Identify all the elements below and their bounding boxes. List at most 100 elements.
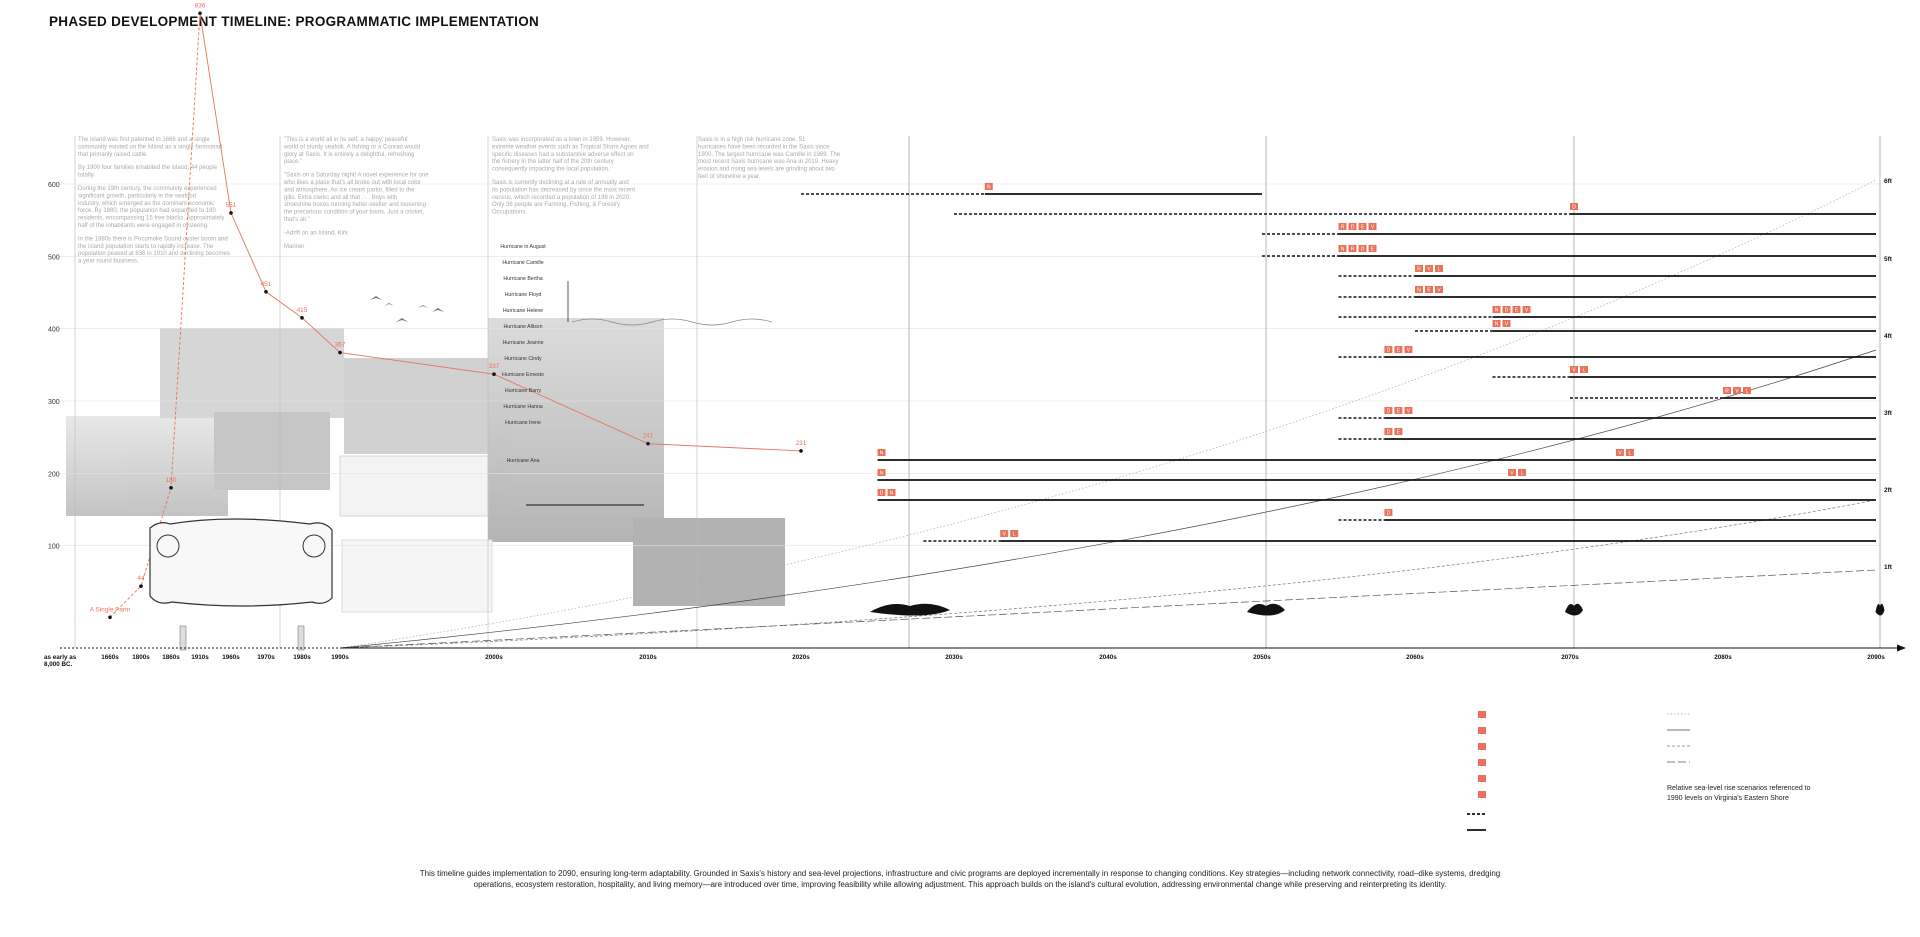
x-axis-label: 1980s: [293, 654, 311, 661]
program-tag-letter: D: [1387, 511, 1391, 517]
hurricane-label: Hurricane Ana: [507, 458, 540, 464]
legend-tag-badge: [1478, 759, 1486, 766]
program-tag-letter: D: [1387, 348, 1391, 354]
program-tag-letter: N: [1495, 322, 1499, 328]
program-tag-letter: E: [1427, 288, 1431, 294]
population-value-label: 337: [489, 363, 500, 370]
program-tag-badge: [1394, 407, 1403, 414]
historic-photo-boats: [66, 416, 228, 516]
population-value-label: A Single Farm: [90, 606, 131, 613]
program-tag-badge: [1425, 265, 1433, 272]
population-value-label: 551: [226, 202, 237, 209]
program-tag-badge: [1518, 469, 1526, 476]
program-tag-badge: [1358, 223, 1367, 230]
population-point: [198, 11, 202, 16]
historic-photo-fish: [214, 412, 330, 490]
hurricane-label: Hurricane in August: [500, 244, 546, 250]
program-tag-badge: [1425, 286, 1433, 293]
program-tag-letter: V: [1427, 267, 1431, 273]
program-tag-letter: D: [1387, 430, 1391, 436]
program-tag-letter: V: [1371, 225, 1375, 231]
program-tag-badge: [877, 489, 886, 496]
legend-tag-badge: [1478, 791, 1486, 798]
program-tag-letter: R: [1725, 389, 1729, 395]
program-tag-badge: [1394, 346, 1403, 353]
pop-tick-label: 500: [48, 254, 60, 261]
program-tag-badge: [1502, 320, 1511, 327]
population-value-label: 415: [297, 307, 308, 314]
population-point: [338, 350, 342, 355]
historic-photo-storefront: [160, 328, 344, 418]
program-tag-badge: [1384, 346, 1393, 353]
program-tag-badge: [1733, 387, 1741, 394]
program-tag-letter: E: [1397, 430, 1401, 436]
population-point: [799, 449, 803, 453]
program-tag-letter: N: [1341, 247, 1345, 253]
sea-level-tick: 5ft: [1884, 256, 1893, 263]
program-tag-letter: R: [1417, 267, 1421, 273]
program-tag-letter: L: [1013, 532, 1016, 538]
program-tag-badge: [1723, 387, 1731, 394]
island-silhouette-icon: [1247, 603, 1285, 616]
program-tag-badge: [1000, 530, 1009, 537]
hurricane-label: Hurricane Hanna: [503, 404, 542, 410]
program-tag-badge: [1508, 469, 1516, 476]
x-axis-label: 1860s: [162, 654, 180, 661]
program-tag-letter: V: [1505, 322, 1509, 328]
history-paragraph: Saxis is in a high risk hurricane zone. …: [698, 137, 841, 180]
program-tag-letter: V: [1437, 288, 1441, 294]
program-tag-letter: E: [1371, 247, 1375, 253]
history-paragraph: In the 1880s there is Pocomoke Sound oys…: [78, 236, 230, 264]
history-paragraph: Saxis is currently declining at a rate o…: [492, 180, 635, 216]
program-tag-letter: D: [1361, 247, 1365, 253]
program-tag-badge: [877, 449, 886, 456]
hurricane-label: Hurricane Cindy: [504, 356, 542, 362]
program-tag-badge: [1384, 509, 1393, 516]
x-axis-label: 2020s: [792, 654, 810, 661]
hurricane-label: Hurricane Floyd: [505, 292, 542, 298]
population-point: [300, 316, 304, 320]
program-tag-letter: R: [1341, 225, 1345, 231]
program-tag-badge: [1348, 245, 1357, 252]
history-paragraph: During the 19th century, the community e…: [78, 186, 224, 229]
program-tag-badge: [1338, 245, 1347, 252]
program-tag-badge: [1492, 306, 1501, 313]
x-axis-label: 2070s: [1561, 654, 1579, 661]
pop-tick-label: 600: [48, 182, 60, 189]
population-point: [139, 584, 143, 588]
program-tag-letter: E: [1397, 409, 1401, 415]
program-tag-letter: L: [1629, 451, 1632, 457]
program-tag-badge: [1368, 245, 1377, 252]
history-paragraph: The island was first patented in 1666 an…: [78, 137, 222, 158]
sign-post: [179, 625, 187, 651]
program-tag-letter: V: [1525, 308, 1529, 314]
program-tag-letter: V: [1003, 532, 1007, 538]
page-title: PHASED DEVELOPMENT TIMELINE: PROGRAMMATI…: [49, 14, 540, 29]
program-tag-letter: V: [1735, 389, 1739, 395]
program-tag-letter: D: [1387, 409, 1391, 415]
program-tag-badge: [1010, 530, 1019, 537]
program-tag-badge: [1570, 366, 1578, 373]
program-tag-badge: [1404, 407, 1413, 414]
hurricane-label: Hurricane Jeanne: [503, 340, 544, 346]
program-tag-badge: [1615, 449, 1624, 456]
legend-tag-badge: [1478, 743, 1486, 750]
x-axis-label: 1970s: [257, 654, 275, 661]
hurricane-label: Hurricane Helene: [503, 308, 543, 314]
island-silhouette-icon: [1565, 603, 1583, 616]
program-tag-badge: [1492, 320, 1501, 327]
pop-tick-label: 100: [48, 544, 60, 551]
x-axis-label: 2090s: [1867, 654, 1885, 661]
program-tag-letter: E: [1397, 348, 1401, 354]
scenario-low: [339, 499, 1877, 649]
sign-ornament-icon: [302, 534, 326, 558]
sea-level-tick: 3ft: [1884, 410, 1893, 417]
program-tag-badge: [1415, 265, 1423, 272]
history-paragraph: "Saxis on a Saturday night! A novel expe…: [283, 173, 429, 223]
x-axis-label: 2060s: [1406, 654, 1424, 661]
population-value-label: 367: [335, 342, 346, 349]
program-tag-badge: [1522, 306, 1531, 313]
population-value-label: 231: [796, 440, 807, 447]
